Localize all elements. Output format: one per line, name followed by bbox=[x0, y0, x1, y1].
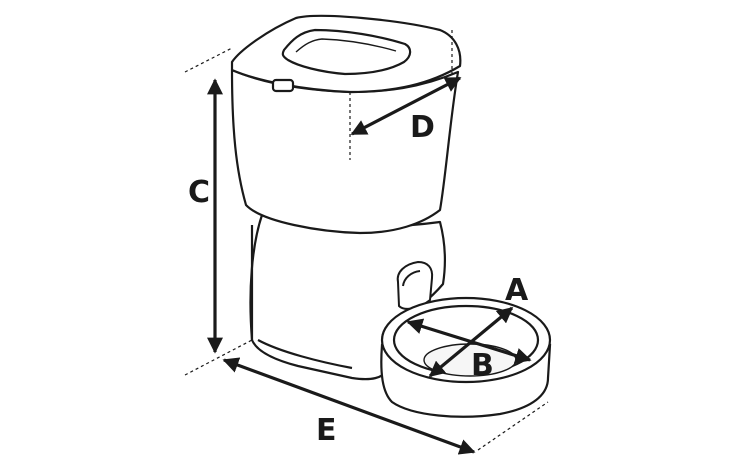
dimension-label-c: C bbox=[188, 175, 210, 210]
dimension-arrow-d bbox=[350, 76, 462, 136]
hopper-body bbox=[230, 68, 460, 235]
dimension-label-d: D bbox=[410, 110, 435, 145]
dimension-label-b: B bbox=[471, 348, 494, 383]
extension-lines bbox=[184, 30, 549, 451]
dimension-arrows bbox=[207, 76, 532, 455]
lid-latch bbox=[271, 78, 295, 93]
dimension-label-e: E bbox=[316, 413, 337, 448]
dimension-label-a: A bbox=[505, 273, 529, 308]
dimension-arrow-b bbox=[428, 306, 514, 378]
dimension-arrow-e bbox=[222, 357, 476, 455]
